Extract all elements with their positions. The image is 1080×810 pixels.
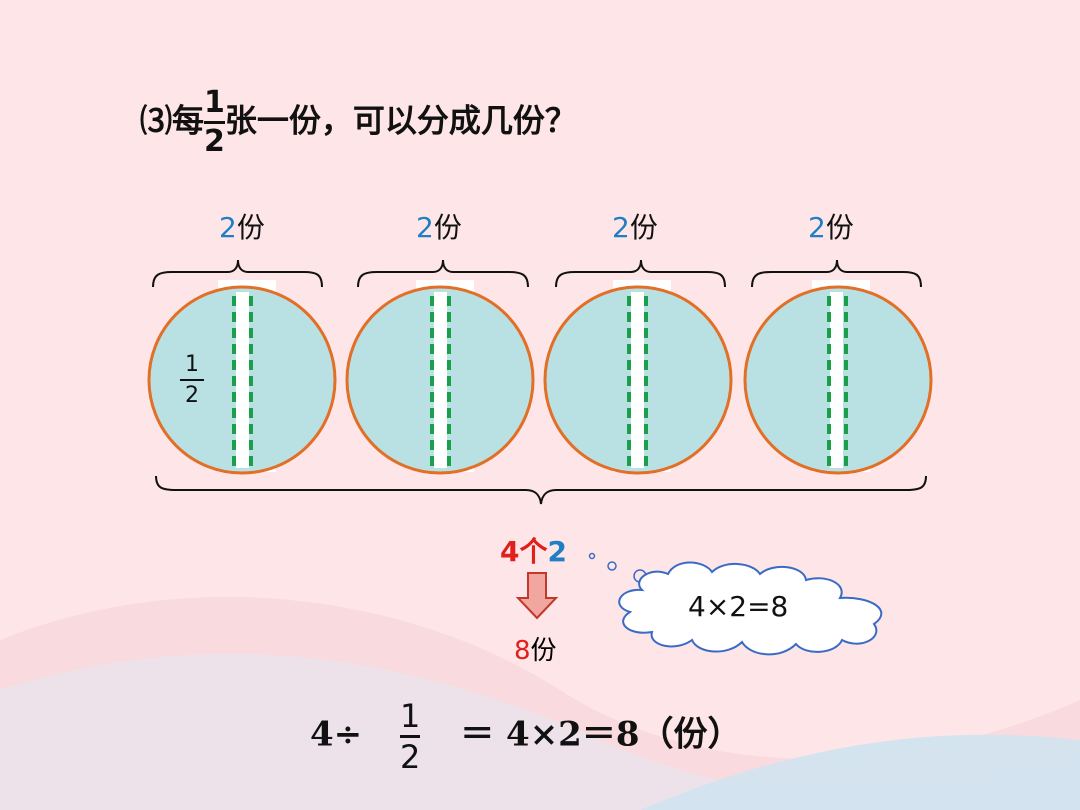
- brace-3: [555, 259, 726, 288]
- thought-dot-2: [607, 561, 617, 571]
- result-label: 8份: [514, 636, 557, 666]
- brace-2: [357, 259, 529, 288]
- fraction-denominator: 2: [204, 124, 225, 159]
- question-prefix: ⑶每: [140, 101, 205, 140]
- top-braces: [152, 259, 922, 288]
- down-arrow: [515, 572, 559, 620]
- circle-4: [743, 280, 933, 475]
- question-suffix: 张一份，可以分成几份？: [224, 101, 577, 140]
- thought-dot-1: [588, 552, 596, 560]
- fraction-numerator: 1: [204, 85, 225, 120]
- summary-label: 4个2: [500, 535, 567, 568]
- part-label-3: 2份: [612, 211, 658, 244]
- part-label-2: 2份: [416, 211, 462, 244]
- thought-text: 4×2=8: [688, 590, 789, 623]
- equation-right: ＝ 4×2＝8（份）: [460, 714, 742, 755]
- brace-4: [751, 259, 922, 288]
- part-label-4: 2份: [808, 211, 854, 244]
- circle-2: [345, 280, 535, 475]
- half-label: 1 2: [180, 352, 204, 408]
- equation-left: 4÷: [310, 714, 363, 755]
- bottom-brace: [155, 475, 927, 505]
- circle-1: [147, 280, 337, 475]
- thought-cloud: [618, 561, 883, 656]
- circle-3: [543, 280, 733, 475]
- brace-1: [152, 259, 323, 288]
- part-label-1: 2份: [219, 211, 265, 244]
